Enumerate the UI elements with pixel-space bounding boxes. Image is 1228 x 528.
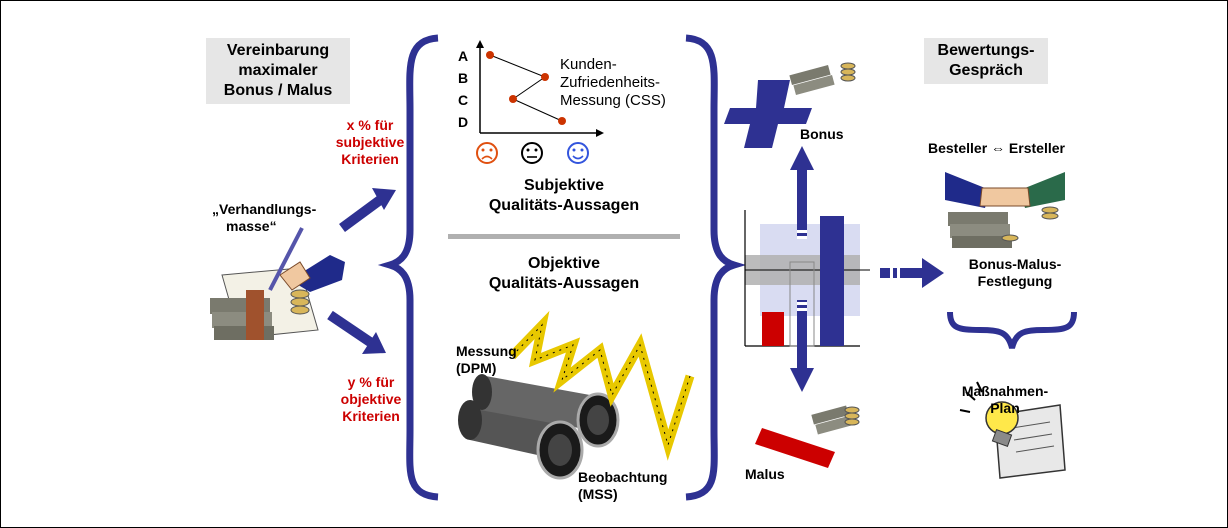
grade-d: D bbox=[458, 114, 469, 130]
subjective-share-label: x % für subjektive Kriterien bbox=[335, 117, 405, 167]
measurement-dpm-label: Messung (DPM) bbox=[456, 343, 517, 376]
bonus-malus-chart bbox=[744, 146, 870, 392]
malus-label: Malus bbox=[745, 466, 785, 482]
sad-face-icon bbox=[476, 142, 498, 164]
agreement-label: Vereinbarung maximaler Bonus / Malus bbox=[206, 38, 350, 104]
arrow-to-determination bbox=[880, 258, 944, 288]
bonus-label: Bonus bbox=[800, 126, 844, 142]
bar-red bbox=[762, 310, 784, 346]
parties-label: Besteller ⇔ Ersteller bbox=[928, 140, 1065, 156]
plus-icon bbox=[724, 80, 812, 148]
grade-b: B bbox=[458, 70, 469, 86]
section-divider bbox=[448, 234, 680, 239]
grade-c: C bbox=[458, 92, 469, 108]
right-brace bbox=[685, 34, 747, 501]
minus-icon bbox=[755, 428, 835, 468]
money-pile-bonus bbox=[789, 62, 856, 96]
lightbulb-plan-clipart bbox=[959, 381, 1066, 479]
handshake-clipart bbox=[945, 172, 1065, 248]
happy-face-icon bbox=[567, 142, 589, 164]
review-meeting-label: Bewertungs- Gespräch bbox=[924, 38, 1048, 84]
bottom-brace bbox=[947, 311, 1077, 349]
action-plan-label: Maßnahmen- Plan bbox=[961, 383, 1049, 416]
observation-mss-label: Beobachtung (MSS) bbox=[578, 469, 668, 502]
left-brace bbox=[377, 34, 439, 501]
csi-measurement-label: Kunden- Zufriedenheits- Messung (CSS) bbox=[560, 56, 666, 109]
money-pile-malus bbox=[811, 405, 860, 435]
measuring-stick-zigzag bbox=[508, 310, 695, 461]
arrow-down-right bbox=[327, 310, 386, 354]
negotiation-pool-label: „Verhandlungs- masse“ bbox=[212, 201, 317, 234]
objective-statements-title: Objektive Qualitäts-Aussagen bbox=[488, 255, 640, 292]
neutral-face-icon bbox=[521, 142, 543, 164]
binoculars-clipart bbox=[458, 374, 620, 480]
bonus-malus-determination-label: Bonus-Malus- Festlegung bbox=[968, 256, 1062, 289]
arrow-up-right bbox=[339, 188, 396, 233]
csi-chart bbox=[476, 40, 604, 137]
grade-a: A bbox=[458, 48, 469, 64]
csi-grades: A B C D bbox=[458, 45, 472, 133]
subjective-statements-title: Subjektive Qualitäts-Aussagen bbox=[488, 177, 640, 214]
signing-hand-clipart bbox=[210, 227, 345, 340]
bar-blue bbox=[820, 216, 844, 346]
objective-share-label: y % für objektive Kriterien bbox=[340, 374, 402, 424]
